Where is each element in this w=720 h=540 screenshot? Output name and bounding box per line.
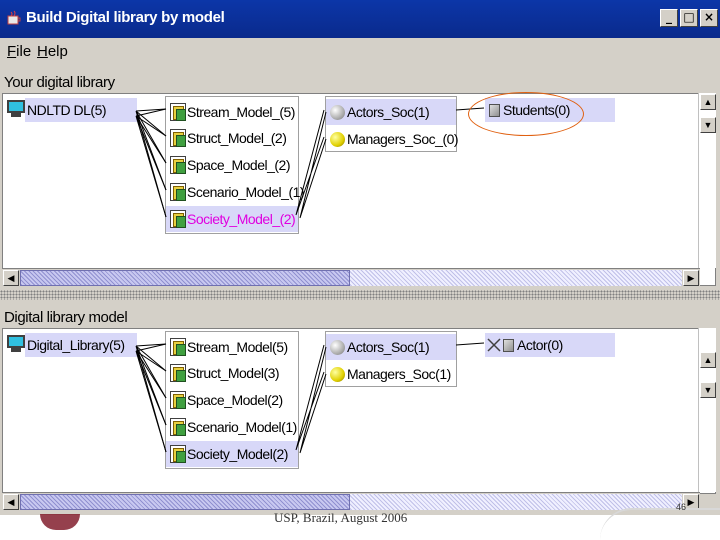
- bottom-tree-pane[interactable]: Digital_Library(5) Stream_Model(5) Struc…: [2, 328, 716, 494]
- society-child-label: Managers_Soc_(0): [347, 131, 459, 147]
- computer-icon: [7, 335, 25, 353]
- menu-file-label: ile: [16, 43, 32, 60]
- title-bar[interactable]: Build Digital library by model _ □ ×: [0, 0, 720, 38]
- top-models-group: Stream_Model_(5) Struct_Model_(2) Space_…: [165, 96, 305, 234]
- slide-decoration: [40, 514, 80, 530]
- menu-bar: File Help: [0, 38, 720, 66]
- model-doc-icon: [170, 210, 186, 228]
- minimize-icon: _: [666, 10, 672, 24]
- bottom-root-label: Digital_Library(5): [27, 337, 125, 353]
- top-root-node[interactable]: NDLTD DL(5): [25, 98, 137, 122]
- scroll-down-icon[interactable]: ▼: [700, 117, 716, 133]
- menu-help[interactable]: Help: [37, 43, 68, 60]
- top-actors-soc[interactable]: Actors_Soc(1): [326, 99, 456, 125]
- maximize-icon: □: [683, 10, 695, 24]
- window-title: Build Digital library by model: [26, 9, 225, 26]
- scroll-right-icon[interactable]: ▶: [683, 494, 699, 510]
- model-doc-icon: [170, 338, 186, 356]
- minimize-button[interactable]: _: [660, 9, 678, 27]
- scroll-up-icon[interactable]: ▲: [700, 94, 716, 110]
- top-model-scenario[interactable]: Scenario_Model_(1): [166, 179, 305, 205]
- bottom-actor-node[interactable]: Actor(0): [485, 333, 615, 357]
- yellow-sphere-icon: [330, 367, 345, 382]
- bottom-vertical-scrollbar[interactable]: ▲ ▼: [698, 328, 716, 492]
- leaf-square-icon: [503, 339, 514, 352]
- scroll-thumb[interactable]: [20, 270, 350, 286]
- cross-icon: [487, 338, 501, 352]
- scroll-left-icon[interactable]: ◀: [3, 270, 19, 286]
- split-pane-divider[interactable]: [0, 290, 720, 300]
- bottom-model-space[interactable]: Space_Model(2): [166, 387, 298, 413]
- society-child-label: Actors_Soc(1): [347, 104, 430, 120]
- model-label: Stream_Model_(5): [187, 104, 295, 120]
- bottom-section-label: Digital library model: [4, 309, 128, 326]
- bottom-root-node[interactable]: Digital_Library(5): [25, 333, 137, 357]
- bottom-model-society[interactable]: Society_Model(2): [166, 441, 298, 467]
- model-doc-icon: [170, 445, 186, 463]
- bottom-model-scenario[interactable]: Scenario_Model(1): [166, 414, 298, 440]
- society-child-label: Managers_Soc(1): [347, 366, 451, 382]
- scroll-left-icon[interactable]: ◀: [3, 494, 19, 510]
- top-model-stream[interactable]: Stream_Model_(5): [166, 99, 298, 125]
- bottom-actors-soc[interactable]: Actors_Soc(1): [326, 334, 456, 360]
- menu-help-label: elp: [47, 43, 68, 60]
- model-label: Stream_Model(5): [187, 339, 288, 355]
- model-label: Space_Model_(2): [187, 157, 291, 173]
- top-section-label: Your digital library: [4, 74, 115, 91]
- scroll-up-icon[interactable]: ▲: [700, 352, 716, 368]
- model-label: Society_Model_(2): [187, 211, 296, 227]
- gray-sphere-icon: [330, 340, 345, 355]
- model-label: Scenario_Model_(1): [187, 184, 305, 200]
- app-window: Build Digital library by model _ □ × Fil…: [0, 0, 720, 515]
- top-horizontal-scrollbar[interactable]: ◀ ▶: [2, 268, 700, 286]
- slide-decoration-curve: [600, 508, 720, 540]
- model-label: Struct_Model_(2): [187, 130, 287, 146]
- bottom-horizontal-scrollbar[interactable]: ◀ ▶: [2, 492, 700, 510]
- java-cup-icon: [7, 10, 21, 25]
- top-society-group: Actors_Soc(1) Managers_Soc_(0): [325, 96, 459, 152]
- bottom-society-group: Actors_Soc(1) Managers_Soc(1): [325, 331, 457, 387]
- computer-icon: [7, 100, 25, 118]
- slide-page-number: 46: [676, 502, 687, 512]
- scroll-down-icon[interactable]: ▼: [700, 382, 716, 398]
- gray-sphere-icon: [330, 105, 345, 120]
- model-label: Space_Model(2): [187, 392, 283, 408]
- tree-connector-lines: [135, 107, 485, 454]
- top-model-struct[interactable]: Struct_Model_(2): [166, 125, 298, 151]
- bottom-model-stream[interactable]: Stream_Model(5): [166, 334, 298, 360]
- society-child-label: Actors_Soc(1): [347, 339, 430, 355]
- model-doc-icon: [170, 418, 186, 436]
- bottom-model-struct[interactable]: Struct_Model(3): [166, 360, 298, 386]
- slide-footer: USP, Brazil, August 2006: [274, 510, 408, 525]
- close-button[interactable]: ×: [700, 9, 718, 27]
- bottom-managers-soc[interactable]: Managers_Soc(1): [326, 361, 456, 387]
- top-model-society[interactable]: Society_Model_(2): [166, 206, 298, 232]
- model-doc-icon: [170, 183, 186, 201]
- top-vertical-scrollbar[interactable]: ▲ ▼: [698, 93, 716, 268]
- scroll-right-icon[interactable]: ▶: [683, 270, 699, 286]
- top-root-label: NDLTD DL(5): [27, 102, 107, 118]
- actor-child-label: Actor(0): [517, 337, 563, 353]
- model-label: Society_Model(2): [187, 446, 288, 462]
- model-doc-icon: [170, 364, 186, 382]
- top-model-space[interactable]: Space_Model_(2): [166, 152, 298, 178]
- model-doc-icon: [170, 129, 186, 147]
- maximize-button[interactable]: □: [680, 9, 698, 27]
- close-icon: ×: [703, 10, 715, 24]
- menu-help-mnemonic: H: [37, 43, 48, 60]
- scroll-thumb[interactable]: [20, 494, 350, 510]
- menu-file-mnemonic: F: [7, 43, 17, 60]
- top-managers-soc[interactable]: Managers_Soc_(0): [326, 126, 459, 152]
- menu-file[interactable]: File: [7, 43, 31, 60]
- yellow-sphere-icon: [330, 132, 345, 147]
- model-doc-icon: [170, 103, 186, 121]
- annotation-oval: [468, 92, 584, 136]
- bottom-models-group: Stream_Model(5) Struct_Model(3) Space_Mo…: [165, 331, 299, 469]
- model-doc-icon: [170, 391, 186, 409]
- model-label: Scenario_Model(1): [187, 419, 297, 435]
- model-label: Struct_Model(3): [187, 365, 280, 381]
- model-doc-icon: [170, 156, 186, 174]
